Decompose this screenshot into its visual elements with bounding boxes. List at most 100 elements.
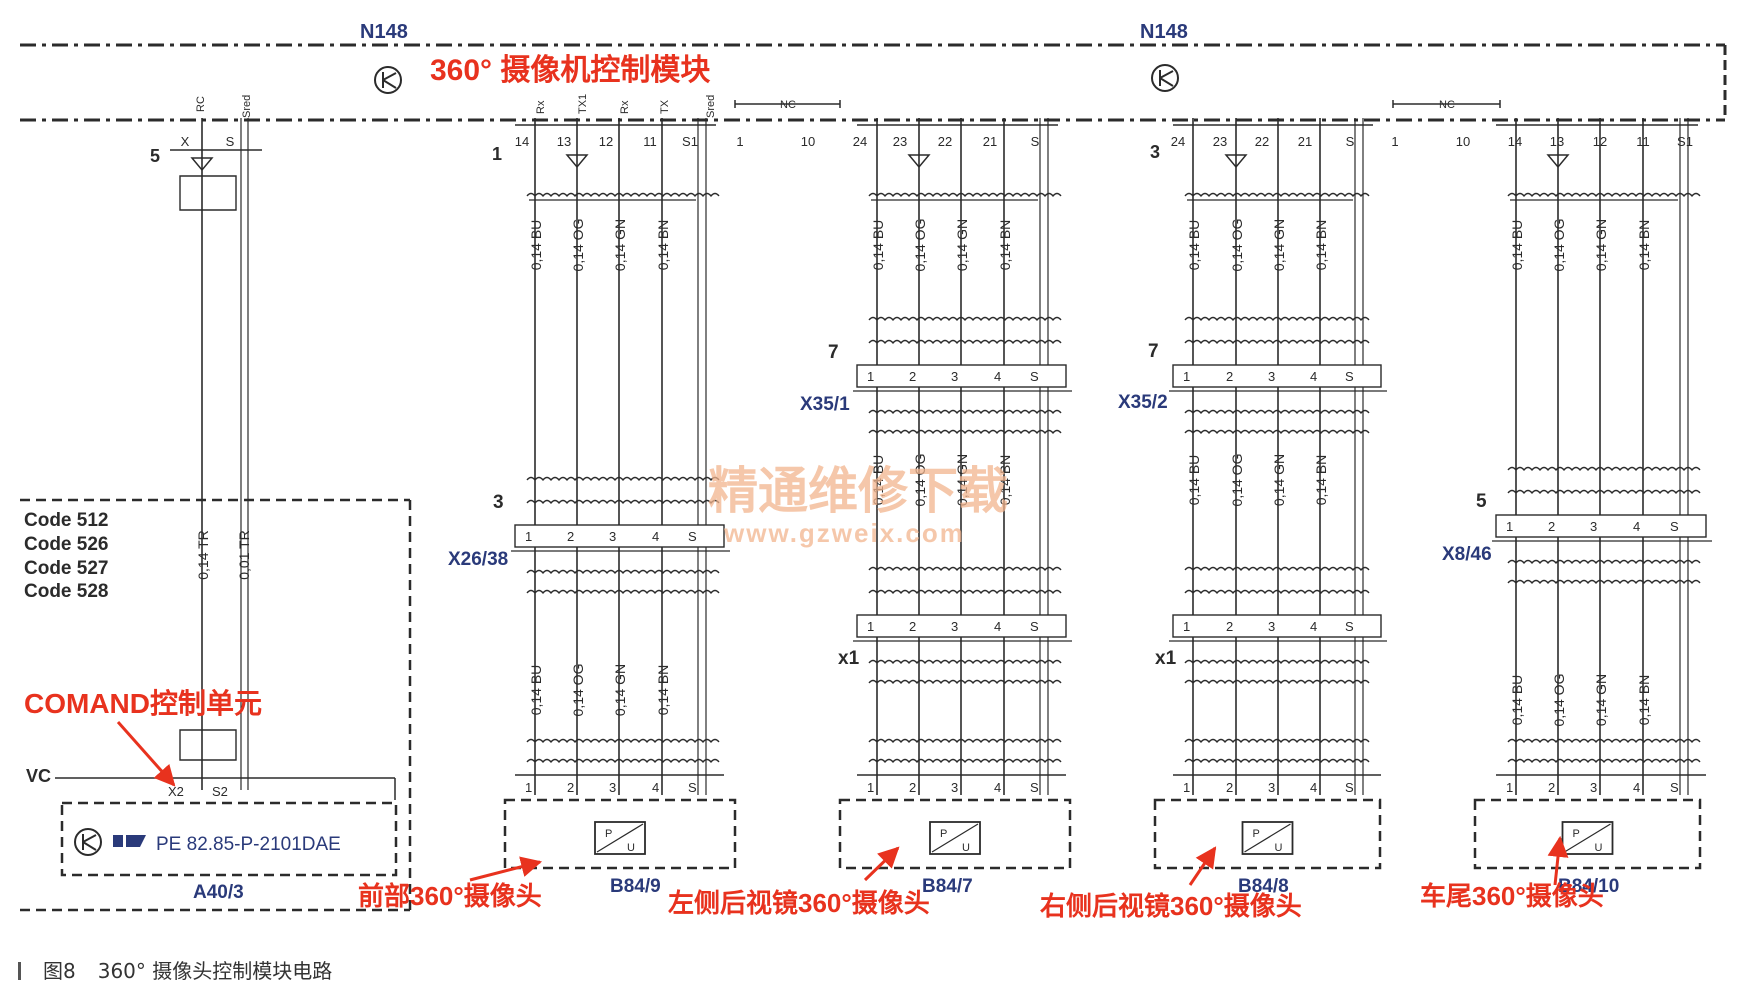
pe-reference: PE 82.85-P-2101DAE [156, 834, 341, 855]
connector-pin-label: 4 [1310, 619, 1317, 634]
connector-pin-label: S [1345, 619, 1354, 634]
connector-pin-label: 3 [609, 529, 616, 544]
cable-bundle-mark [868, 429, 1062, 435]
cable-bundle-mark [526, 589, 720, 595]
wiring-diagram: N148 N148 360° 摄像机控制模块 X S 14 13 12 11 S… [20, 21, 1727, 921]
cable-bundle-mark [1184, 738, 1370, 744]
camera-pin-label: S [1030, 780, 1039, 795]
connector-pin-label: S [1030, 369, 1039, 384]
pin-label: 14 [1508, 134, 1522, 149]
wire-label: 0,14 GN [954, 219, 970, 271]
caption-bar [18, 962, 21, 980]
connector-body [856, 614, 1067, 638]
cable-bundle-mark [1184, 316, 1370, 322]
sensor-u-label: U [627, 842, 635, 854]
wire-label: 0,14 OG [912, 219, 928, 272]
watermark-url: www.gzweix.com [723, 518, 965, 548]
connector-pin-label: S [1670, 519, 1679, 534]
connector-pin-label: S [688, 529, 697, 544]
connector-pin-label: S [1345, 369, 1354, 384]
signal-name: Rx [535, 100, 547, 114]
sensor-diagonal [1244, 823, 1291, 853]
ground-triangle [565, 154, 589, 169]
cable-bundle-mark [868, 758, 1062, 764]
camera-callout: 前部360°摄像头 [358, 881, 542, 911]
pin-label: S [1346, 134, 1355, 149]
wire-label: 0,14 BN [1313, 220, 1329, 271]
cable-bundle-mark [1184, 409, 1370, 415]
connector-names: X26/38 3 X35/1 7 X35/2 7 X8/46 5 x1 x1 [448, 341, 1492, 669]
connector-x26-number: 3 [493, 492, 504, 513]
cable-bundle-mark [1507, 758, 1701, 764]
wire-label: 0,14 BN [1636, 220, 1652, 271]
ground-triangle [1224, 154, 1248, 169]
cable-bundle-mark [526, 192, 720, 198]
camera-housing [1473, 798, 1702, 870]
pin-label: 14 [515, 134, 529, 149]
pin-label: 22 [1255, 134, 1269, 149]
cable-bundle-mark [526, 758, 720, 764]
connector-pin-label: 1 [1183, 619, 1190, 634]
wire-label: 0,14 BU [1186, 220, 1202, 271]
connector-x8-46: X8/46 [1442, 544, 1492, 565]
sensor-diagonal [596, 823, 644, 853]
cameras-layer: PUB84/9前部360°摄像头PUB84/7左侧后视镜360°摄像头PUB84… [358, 798, 1702, 921]
connector-pin-label: 1 [1506, 519, 1513, 534]
code-label: Code 526 [24, 534, 108, 555]
camera-id: B84/8 [1238, 876, 1289, 897]
wire-label: 0,14 BU [870, 455, 886, 506]
transistor-icon [74, 828, 102, 856]
signal-name: Rx [619, 100, 631, 114]
cable-bundle-mark [1184, 339, 1370, 345]
pin-label: 21 [1298, 134, 1312, 149]
connector-pin-label: 3 [1268, 619, 1275, 634]
wire-label: 0,14 TR [195, 530, 211, 580]
connector-x35-1-number: 7 [828, 342, 839, 363]
cable-bundle-mark [868, 679, 1062, 685]
wire-label: 0,14 BU [1509, 220, 1525, 271]
module-pin-labels: X S 14 13 12 11 S1 1 10 24 23 22 21 S 24… [181, 134, 1693, 149]
camera-pin-label: 4 [652, 780, 659, 795]
camera-callout: 右侧后视镜360°摄像头 [1040, 891, 1302, 921]
pin-label: 23 [1213, 134, 1227, 149]
connector-pin-label: 1 [867, 619, 874, 634]
pin-label: 1 [736, 134, 743, 149]
wire-label: 0,14 BU [1186, 455, 1202, 506]
camera-callout: 车尾360°摄像头 [1420, 881, 1604, 911]
sensor-p-label: P [1253, 828, 1260, 840]
wire-label: 0,14 BU [870, 220, 886, 271]
camera-pin-label: 1 [1183, 780, 1190, 795]
vc-label: VC [26, 766, 51, 786]
connector-pin-label: 1 [1183, 369, 1190, 384]
branch-number: 1 [492, 144, 502, 164]
pin-label: X [181, 134, 190, 149]
camera-id: B84/10 [1558, 876, 1619, 897]
pin-label: 12 [599, 134, 613, 149]
pin-s2: S2 [212, 784, 228, 799]
comand-callout: COMAND控制单元 [24, 688, 262, 719]
camera-pin-label: 2 [1226, 780, 1233, 795]
camera-pin-label: 3 [1590, 780, 1597, 795]
cable-bundle-mark [1184, 758, 1370, 764]
branch-number: 3 [1150, 142, 1160, 162]
camera-pin-label: 1 [1506, 780, 1513, 795]
signal-names: RC Sred Rx TX1 Rx TX Sred [195, 94, 717, 118]
camera-pin-label: 2 [1548, 780, 1555, 795]
wire-label: 0,14 GN [1593, 219, 1609, 271]
wire-label: 0,14 BN [1313, 455, 1329, 506]
wire-label: 0,14 BN [1636, 675, 1652, 726]
cable-bundle-mark [868, 738, 1062, 744]
camera-pin-label: 4 [1633, 780, 1640, 795]
wire-label: 0,14 BN [655, 665, 671, 716]
camera-housing [503, 798, 737, 870]
connector-x35-1: X35/1 [800, 394, 850, 415]
camera-pin-label: 3 [609, 780, 616, 795]
cable-bundle-mark [1507, 738, 1701, 744]
cable-bundle-mark [868, 589, 1062, 595]
figure-number: 图8 [43, 959, 76, 983]
wire-label: 0,14 OG [570, 219, 586, 272]
wire-label: 0,01 TR [236, 530, 252, 580]
reference-book-icon [113, 835, 146, 847]
cable-bundle-mark [868, 192, 1062, 198]
